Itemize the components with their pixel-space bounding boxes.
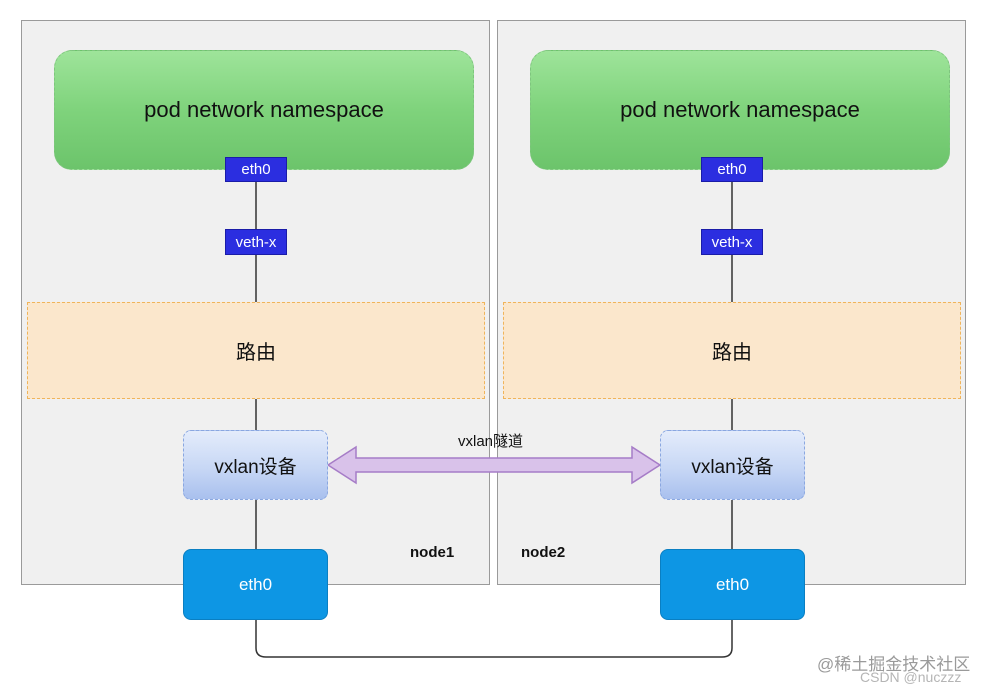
node1-veth: veth-x bbox=[225, 229, 287, 255]
node2-label: node2 bbox=[521, 544, 566, 561]
node2-pod-namespace: pod network namespace bbox=[530, 50, 950, 170]
vxlan-tunnel-arrow bbox=[326, 445, 662, 485]
node2-vxlan-device: vxlan设备 bbox=[660, 430, 805, 500]
node1-vxlan-device: vxlan设备 bbox=[183, 430, 328, 500]
node2-route: 路由 bbox=[503, 302, 961, 399]
node1-route: 路由 bbox=[27, 302, 485, 399]
node2-pod-eth0: eth0 bbox=[701, 157, 763, 182]
node1-pod-eth0: eth0 bbox=[225, 157, 287, 182]
node1-pod-namespace: pod network namespace bbox=[54, 50, 474, 170]
node2-veth: veth-x bbox=[701, 229, 763, 255]
watermark-main: @稀土掘金技术社区 bbox=[817, 655, 971, 674]
vxlan-tunnel-label: vxlan隧道 bbox=[458, 433, 524, 450]
node2-eth0: eth0 bbox=[660, 549, 805, 620]
watermark-sub: CSDN @nuczzz bbox=[860, 669, 962, 685]
node1-label: node1 bbox=[410, 544, 455, 561]
node1-eth0: eth0 bbox=[183, 549, 328, 620]
physical-link bbox=[255, 620, 733, 658]
